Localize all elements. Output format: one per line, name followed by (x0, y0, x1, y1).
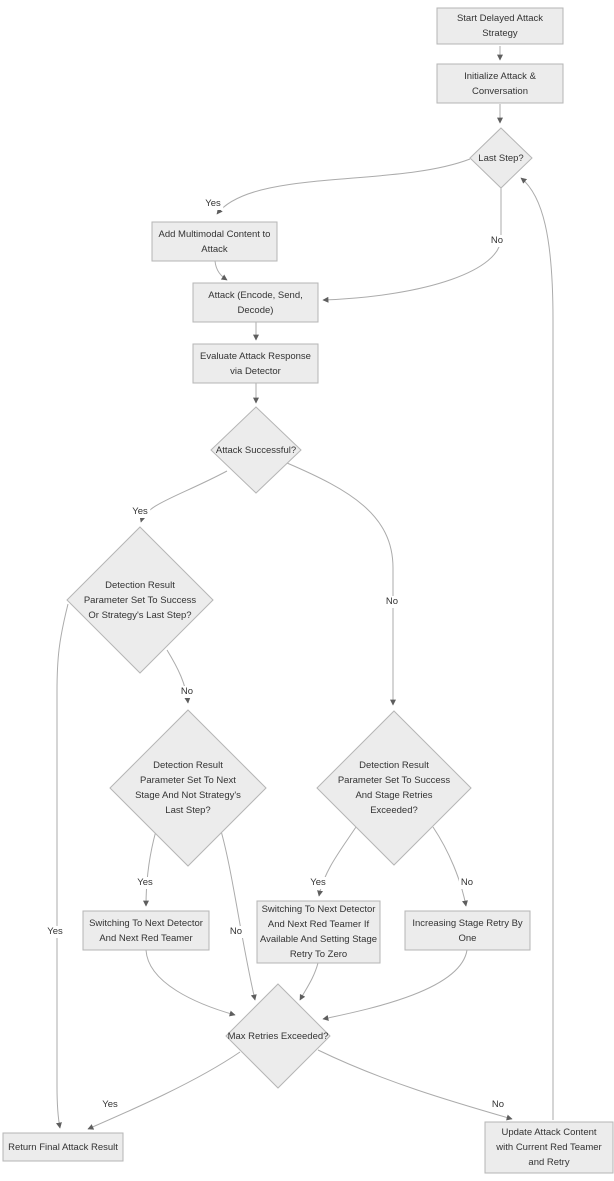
node-attack-successful: Attack Successful? (215, 444, 297, 456)
edge-label-last-step-no: No (488, 235, 506, 247)
node-max-retries: Max Retries Exceeded? (227, 1030, 329, 1042)
node-return-final: Return Final Attack Result (8, 1141, 118, 1153)
node-switch-next-shape (82, 910, 210, 951)
edge-last-step-yes (216, 158, 471, 215)
edge-detect-success-retries-yes (317, 826, 357, 897)
edge-attack-successful-yes (139, 470, 228, 523)
node-update-attack: Update Attack Content with Current Red T… (496, 1127, 602, 1168)
node-update-attack-shape (484, 1121, 614, 1174)
edge-label-max-retries-no: No (489, 1099, 507, 1111)
edge-increase-retry-to-max-retries (322, 949, 468, 1021)
edge-last-step-no (322, 188, 502, 303)
node-detect-next-stage: Detection Result Parameter Set To Next S… (135, 760, 241, 816)
edge-update-attack-to-last-step (520, 177, 554, 1120)
node-attack: Attack (Encode, Send, Decode) (208, 289, 303, 316)
node-init-shape (436, 63, 564, 104)
node-last-step-shape (469, 127, 533, 189)
node-evaluate: Evaluate Attack Response via Detector (200, 350, 311, 377)
node-max-retries-shape (225, 983, 331, 1089)
node-return-final-shape (2, 1132, 124, 1162)
edge-detect-success-retries-no (432, 826, 468, 907)
edge-label-attack-successful-yes: Yes (130, 506, 150, 518)
edge-detect-next-stage-yes (143, 823, 159, 907)
node-start: Start Delayed Attack Strategy (456, 13, 544, 39)
edge-label-detect-success-retries-yes: Yes (308, 877, 328, 889)
edge-label-detect-next-stage-yes: Yes (135, 877, 155, 889)
node-init: Initialize Attack & Conversation (464, 70, 536, 97)
node-detect-success-retries: Detection Result Parameter Set To Succes… (337, 760, 451, 816)
node-add-multimodal-shape (151, 221, 278, 262)
edge-label-last-step-yes: Yes (203, 198, 223, 210)
node-switch-next-avail-shape (256, 900, 381, 964)
node-detect-success-or-last-shape (66, 526, 214, 674)
edge-detect-success-or-last-yes (55, 603, 69, 1129)
node-evaluate-shape (192, 343, 319, 384)
edge-label-detect-success-retries-no: No (458, 877, 476, 889)
node-attack-shape (192, 282, 319, 323)
edge-switch-next-to-max-retries (145, 949, 236, 1017)
node-switch-next: Switching To Next Detector And Next Red … (89, 917, 203, 944)
node-attack-successful-shape (210, 406, 302, 494)
edge-detect-next-stage-no (218, 823, 257, 1001)
edge-label-detect-success-or-last-no: No (178, 686, 196, 698)
edge-max-retries-yes (87, 1051, 241, 1130)
node-increase-retry: Increasing Stage Retry By One (412, 917, 523, 944)
edge-max-retries-no (317, 1049, 513, 1121)
node-detect-success-or-last: Detection Result Parameter Set To Succes… (83, 579, 197, 621)
edge-attack-successful-no (286, 462, 396, 706)
node-switch-next-avail: Switching To Next Detector And Next Red … (259, 904, 378, 960)
node-add-multimodal: Add Multimodal Content to Attack (158, 228, 271, 255)
node-increase-retry-shape (404, 910, 531, 951)
edge-add-multimodal-to-attack (214, 260, 228, 281)
node-start-shape (436, 7, 564, 45)
edge-detect-success-or-last-no (166, 649, 191, 704)
edge-label-attack-successful-no: No (383, 596, 401, 608)
node-detect-next-stage-shape (109, 709, 267, 867)
edge-label-detect-next-stage-no: No (227, 926, 245, 938)
node-detect-success-retries-shape (316, 710, 472, 866)
edge-label-max-retries-yes: Yes (100, 1099, 120, 1111)
edge-label-detect-success-or-last-yes: Yes (45, 926, 65, 938)
edge-switch-next-avail-to-max-retries (299, 962, 319, 1001)
node-last-step: Last Step? (478, 152, 524, 164)
